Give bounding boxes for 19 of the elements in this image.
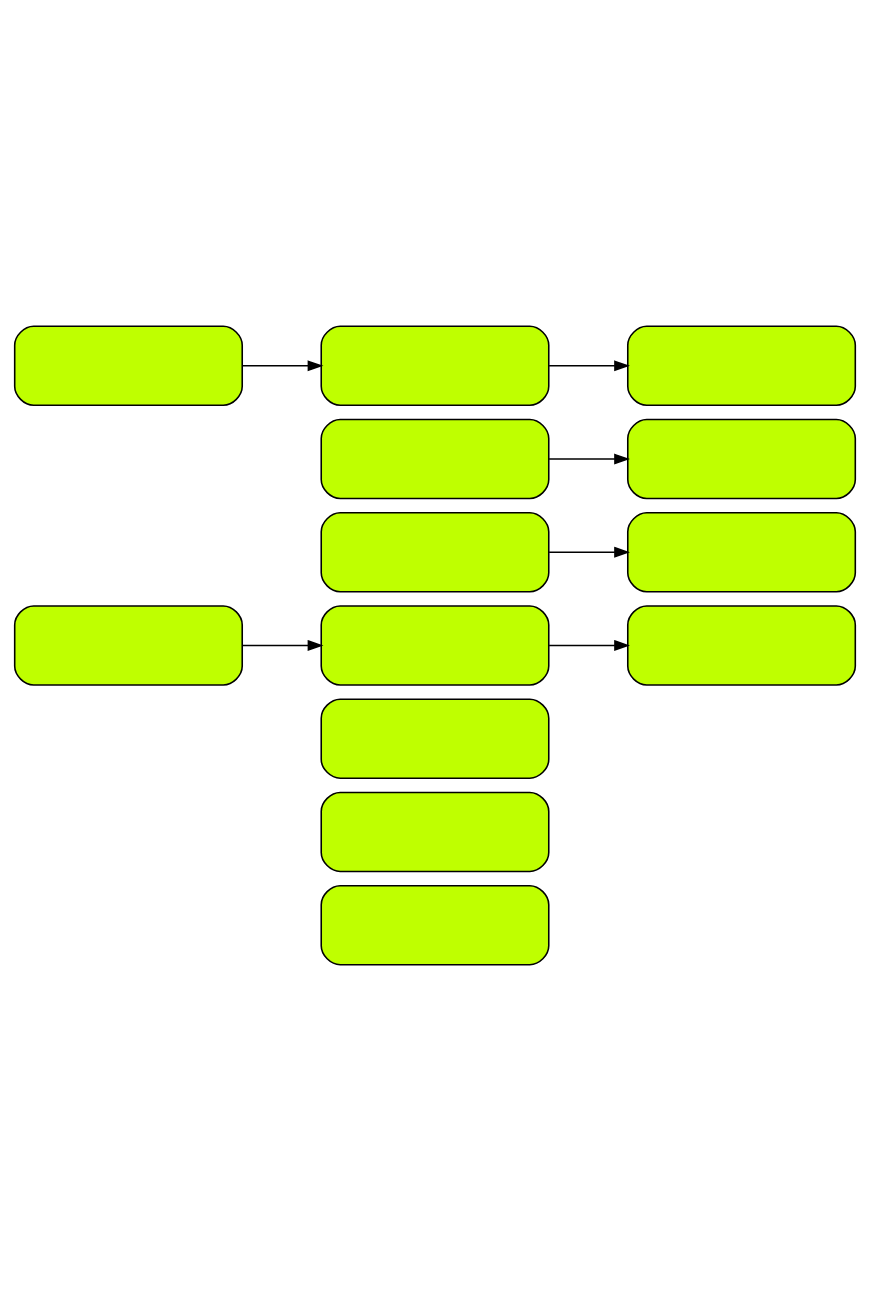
node-box — [627, 511, 857, 593]
node-box — [320, 884, 550, 966]
node-box — [627, 605, 857, 686]
arrow — [241, 360, 324, 372]
node-box — [320, 325, 550, 407]
arrow — [548, 546, 630, 558]
node-box — [320, 418, 550, 500]
node-box — [320, 605, 550, 686]
node-box — [13, 325, 243, 407]
node-box — [13, 605, 243, 686]
arrow — [548, 639, 630, 652]
node-box — [627, 325, 857, 407]
node-box — [320, 791, 550, 873]
arrow — [548, 360, 630, 372]
node-box — [320, 511, 550, 593]
arrow — [548, 453, 630, 465]
node-box — [320, 698, 550, 779]
node-box — [627, 418, 857, 500]
arrow — [241, 639, 324, 652]
